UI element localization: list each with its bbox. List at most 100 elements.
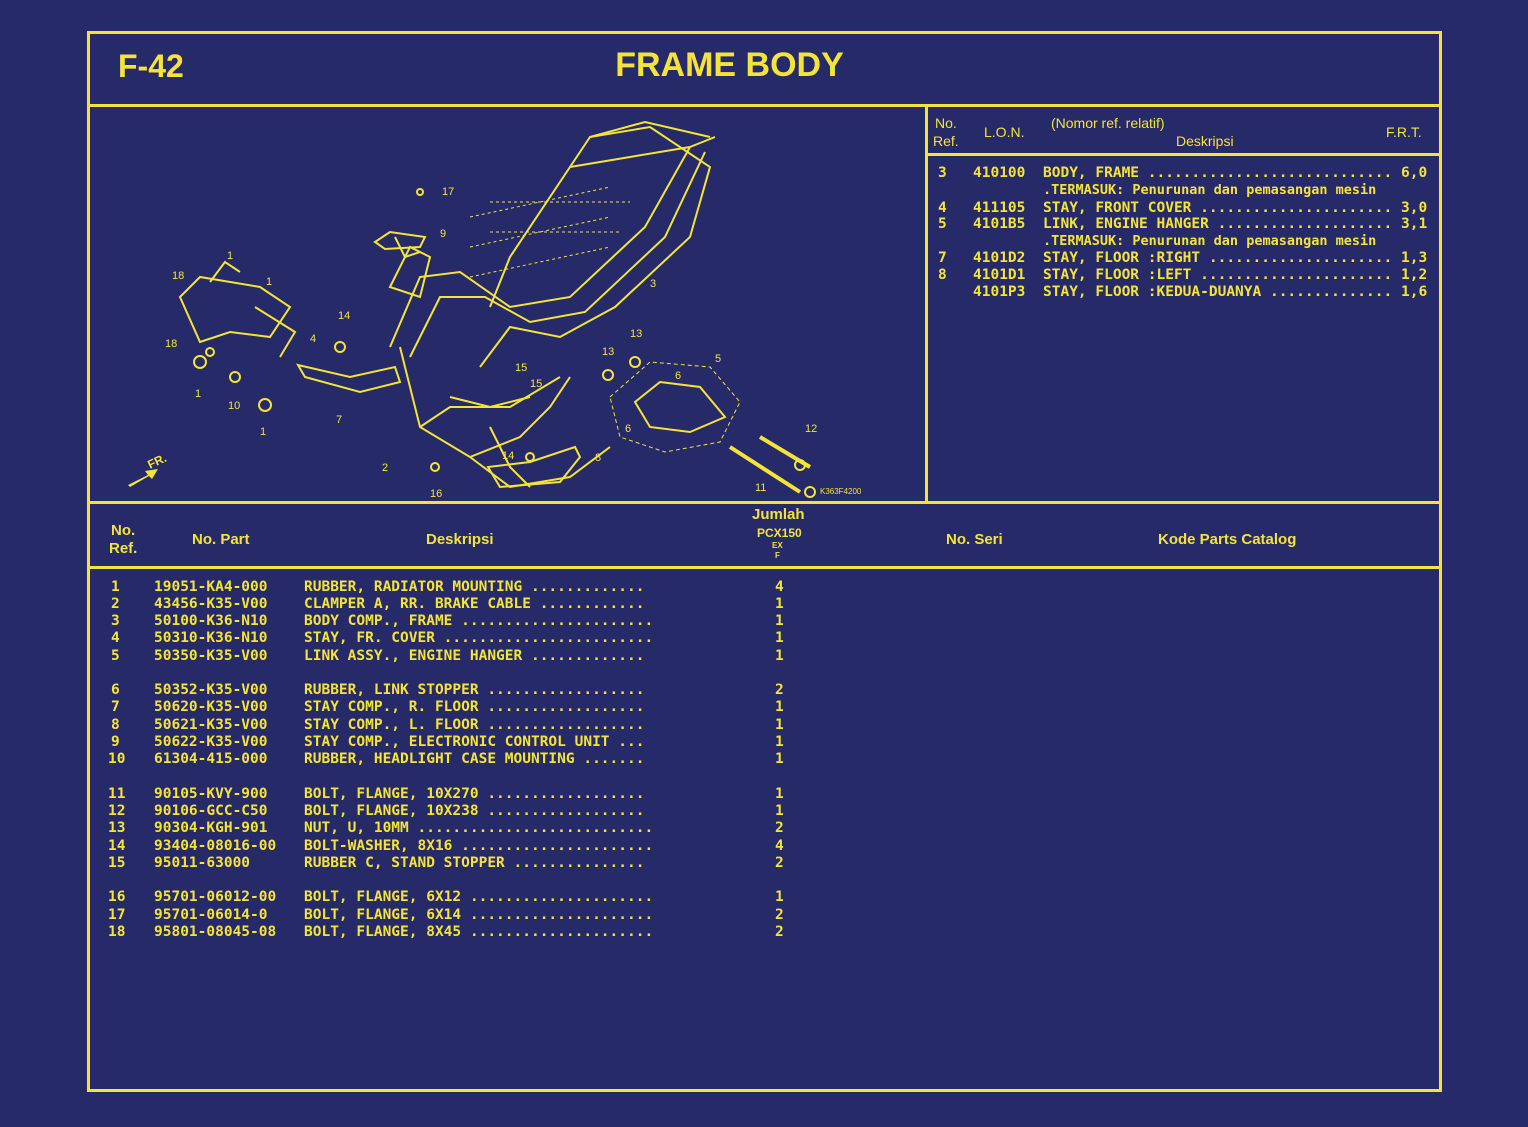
callout-17: 17: [442, 186, 454, 198]
part-qty: 1: [775, 613, 784, 629]
frt-lon: 410100: [973, 165, 1026, 181]
frt-desc: STAY, FLOOR :LEFT ......................: [1043, 267, 1393, 283]
callout-7: 7: [336, 414, 342, 426]
frt-header-ref: Ref.: [933, 133, 959, 149]
part-qty: 1: [775, 717, 784, 733]
callout-8: 8: [595, 452, 601, 464]
frt-row: .TERMASUK: Penurunan dan pemasangan mesi…: [928, 182, 1439, 199]
frt-desc: STAY, FLOOR :RIGHT .....................: [1043, 250, 1393, 266]
callout-6: 6: [675, 370, 681, 382]
frt-lon: 4101B5: [973, 216, 1026, 232]
table-row: 8 50621-K35-V00 STAY COMP., L. FLOOR ...…: [90, 717, 890, 734]
part-qty: 1: [775, 786, 784, 802]
frt-ref: 8: [938, 267, 947, 283]
table-row: 2 43456-K35-V00 CLAMPER A, RR. BRAKE CAB…: [90, 596, 890, 613]
part-qty: 1: [775, 803, 784, 819]
callout-15: 15: [515, 362, 527, 374]
frt-row: 5 4101B5 LINK, ENGINE HANGER ...........…: [928, 216, 1439, 233]
part-number: 50310-K36-N10: [154, 630, 268, 646]
table-row: 3 50100-K36-N10 BODY COMP., FRAME ......…: [90, 613, 890, 630]
table-row: 5 50350-K35-V00 LINK ASSY., ENGINE HANGE…: [90, 648, 890, 665]
frt-row: .TERMASUK: Penurunan dan pemasangan mesi…: [928, 233, 1439, 250]
diagram-code: K363F4200: [820, 487, 862, 496]
front-arrow-icon: [128, 469, 158, 487]
parts-table-header: No. Ref. No. Part Deskripsi Jumlah PCX15…: [90, 504, 1439, 566]
frt-lon: 4101D1: [973, 267, 1026, 283]
part-qty: 1: [775, 734, 784, 750]
part-desc: STAY COMP., ELECTRONIC CONTROL UNIT ...: [304, 734, 645, 750]
callout-18: 18: [172, 270, 184, 282]
part-number: 93404-08016-00: [154, 838, 277, 854]
part-qty: 2: [775, 907, 784, 923]
parts-table-body: 1 19051-KA4-000 RUBBER, RADIATOR MOUNTIN…: [90, 569, 1439, 1089]
part-desc: BOLT-WASHER, 8X16 ......................: [304, 838, 654, 854]
page-code: F-42: [118, 48, 184, 84]
callout-13: 13: [630, 328, 642, 340]
part-desc: NUT, U, 10MM ...........................: [304, 820, 654, 836]
part-ref: 9: [111, 734, 120, 750]
part-ref: 5: [111, 648, 120, 664]
part-qty: 2: [775, 820, 784, 836]
parts-header-model-ex: EX: [772, 541, 783, 550]
part-desc: BODY COMP., FRAME ......................: [304, 613, 654, 629]
part-number: 43456-K35-V00: [154, 596, 268, 612]
frt-desc: LINK, ENGINE HANGER ....................: [1043, 216, 1393, 232]
part-ref: 4: [111, 630, 120, 646]
frt-value: 1,3: [1401, 250, 1428, 266]
part-desc: STAY COMP., R. FLOOR ..................: [304, 699, 645, 715]
frt-desc: .TERMASUK: Penurunan dan pemasangan mesi…: [1043, 233, 1377, 249]
parts-header-no-part: No. Part: [192, 531, 250, 548]
table-row: 13 90304-KGH-901 NUT, U, 10MM ..........…: [90, 820, 890, 837]
part-ref: 16: [108, 889, 126, 905]
part-ref: 12: [108, 803, 126, 819]
part-qty: 1: [775, 648, 784, 664]
frt-table: No. Ref. L.O.N. (Nomor ref. relatif) Des…: [928, 107, 1439, 501]
part-number: 90105-KVY-900: [154, 786, 268, 802]
callout-1: 1: [195, 388, 201, 400]
part-desc: BOLT, FLANGE, 6X12 .....................: [304, 889, 654, 905]
part-number: 95011-63000: [154, 855, 251, 871]
frt-lon: 4101P3: [973, 284, 1026, 300]
front-direction-label: FR.: [145, 451, 168, 472]
part-number: 95701-06014-0: [154, 907, 268, 923]
frt-desc: STAY, FLOOR :KEDUA-DUANYA ..............: [1043, 284, 1393, 300]
frt-row: 8 4101D1 STAY, FLOOR :LEFT .............…: [928, 267, 1439, 284]
part-desc: BOLT, FLANGE, 10X238 ..................: [304, 803, 645, 819]
callout-18: 18: [165, 338, 177, 350]
callout-3: 3: [650, 278, 656, 290]
callout-14: 14: [338, 310, 350, 322]
parts-header-model: PCX150: [757, 526, 802, 540]
part-desc: STAY, FR. COVER ........................: [304, 630, 654, 646]
callout-10: 10: [228, 400, 240, 412]
part-ref: 11: [108, 786, 126, 802]
callout-2: 2: [382, 462, 388, 474]
parts-header-kode: Kode Parts Catalog: [1158, 531, 1297, 548]
callout-1: 1: [266, 276, 272, 288]
part-ref: 10: [108, 751, 126, 767]
part-desc: BOLT, FLANGE, 8X45 .....................: [304, 924, 654, 940]
part-ref: 18: [108, 924, 126, 940]
part-number: 50622-K35-V00: [154, 734, 268, 750]
frt-lon: 4101D2: [973, 250, 1026, 266]
frt-value: 6,0: [1401, 165, 1428, 181]
parts-header-ref: Ref.: [109, 540, 138, 557]
part-desc: RUBBER, RADIATOR MOUNTING .............: [304, 579, 645, 595]
part-desc: RUBBER, LINK STOPPER ..................: [304, 682, 645, 698]
frt-desc: BODY, FRAME ............................: [1043, 165, 1393, 181]
part-ref: 3: [111, 613, 120, 629]
table-row: 11 90105-KVY-900 BOLT, FLANGE, 10X270 ..…: [90, 786, 890, 803]
frt-row: 4101P3 STAY, FLOOR :KEDUA-DUANYA .......…: [928, 284, 1439, 301]
frt-value: 3,0: [1401, 200, 1428, 216]
part-qty: 2: [775, 855, 784, 871]
table-row: 16 95701-06012-00 BOLT, FLANGE, 6X12 ...…: [90, 889, 890, 906]
frt-value: 3,1: [1401, 216, 1428, 232]
frt-value: 1,2: [1401, 267, 1428, 283]
part-qty: 1: [775, 630, 784, 646]
frt-header-frt: F.R.T.: [1386, 124, 1422, 140]
header-divider: [90, 104, 1439, 107]
part-desc: STAY COMP., L. FLOOR ..................: [304, 717, 645, 733]
part-number: 61304-415-000: [154, 751, 268, 767]
part-number: 95801-08045-08: [154, 924, 277, 940]
table-row: 9 50622-K35-V00 STAY COMP., ELECTRONIC C…: [90, 734, 890, 751]
callout-16: 16: [430, 488, 442, 500]
